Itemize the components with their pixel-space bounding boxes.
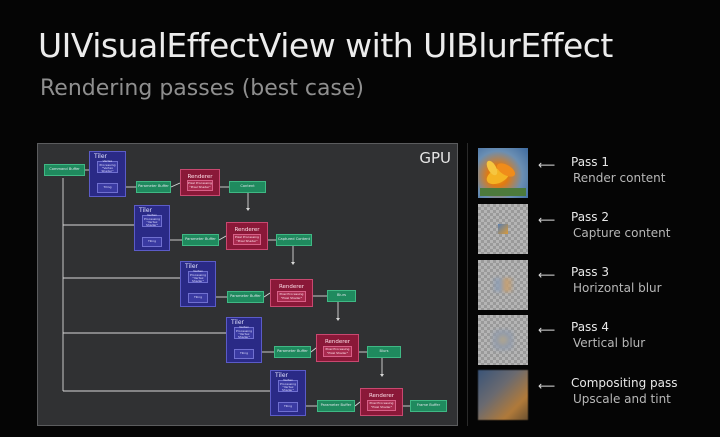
tiler-3-vertex: Vertex Processing "Vertex Shader": [188, 269, 208, 284]
tiler-2-tiling: Tiling: [142, 237, 162, 247]
slide-subtitle: Rendering passes (best case): [40, 76, 365, 101]
tiler-2-label: Tiler: [139, 207, 152, 214]
arrow-left-icon: ⟵: [538, 323, 556, 337]
pass-4-thumbnail: [478, 315, 528, 365]
output-1: Content: [229, 181, 266, 193]
tiler-4-tiling: Tiling: [234, 349, 254, 359]
tiler-1: Tiler Vertex Processing "Vertex Shader" …: [89, 151, 126, 197]
output-2: Captured Content: [276, 234, 312, 246]
renderer-3-pixel: Pixel Processing "Pixel Shader": [277, 291, 306, 302]
renderer-4-label: Renderer: [324, 339, 351, 345]
tiler-1-vertex: Vertex Processing "Vertex Shader": [97, 160, 118, 173]
pass-1-name: Pass 1: [571, 155, 610, 169]
pass-4-name: Pass 4: [571, 320, 610, 334]
renderer-3: Renderer Pixel Processing "Pixel Shader": [270, 279, 313, 307]
tiler-4-vertex: Vertex Processing "Vertex Shader": [234, 325, 254, 340]
pass-1-thumbnail: [478, 148, 528, 198]
renderer-4-pixel: Pixel Processing "Pixel Shader": [323, 346, 352, 357]
parameter-buffer-1: Parameter Buffer: [136, 181, 171, 193]
tiler-3-label: Tiler: [185, 263, 198, 270]
pass-5-name: Compositing pass: [571, 376, 678, 390]
renderer-2-label: Renderer: [234, 227, 260, 233]
pass-4-desc: Vertical blur: [573, 336, 646, 350]
tiler-2: Tiler Vertex Processing "Vertex Shader" …: [134, 205, 170, 251]
tiler-2-vertex: Vertex Processing "Vertex Shader": [142, 213, 162, 228]
renderer-1-label: Renderer: [187, 174, 213, 180]
slide-title: UIVisualEffectView with UIBlurEffect: [38, 26, 613, 65]
tiler-5-label: Tiler: [275, 372, 288, 379]
renderer-1-pixel: Pixel Processing "Pixel Shader": [187, 180, 213, 191]
arrow-left-icon: ⟵: [538, 158, 556, 172]
parameter-buffer-3: Parameter Buffer: [227, 291, 264, 303]
divider: [467, 143, 468, 426]
gpu-label: GPU: [419, 149, 451, 167]
renderer-5-label: Renderer: [368, 393, 395, 399]
arrow-left-icon: ⟵: [538, 268, 556, 282]
renderer-5-pixel: Pixel Processing "Pixel Shader": [367, 400, 396, 411]
parameter-buffer-4: Parameter Buffer: [274, 346, 311, 358]
pass-2-name: Pass 2: [571, 210, 610, 224]
tiler-1-label: Tiler: [94, 153, 107, 160]
tiler-3-tiling: Tiling: [188, 293, 208, 303]
renderer-5: Renderer Pixel Processing "Pixel Shader": [360, 388, 403, 416]
pass-2-thumbnail: [478, 204, 528, 254]
flower-photo-icon: [480, 160, 526, 196]
pass-3-name: Pass 3: [571, 265, 610, 279]
vertical-blur-icon: [493, 330, 513, 350]
output-5: Frame Buffer: [410, 400, 447, 412]
pass-3-thumbnail: [478, 260, 528, 310]
tiler-5: Tiler Vertex Processing "Vertex Shader" …: [270, 370, 306, 416]
tiler-5-vertex: Vertex Processing "Vertex Shader": [278, 378, 298, 393]
output-3: Blurs: [327, 290, 356, 302]
parameter-buffer-5: Parameter Buffer: [317, 400, 355, 412]
tiler-4-label: Tiler: [231, 319, 244, 326]
renderer-2: Renderer Pixel Processing "Pixel Shader": [226, 222, 268, 250]
renderer-3-label: Renderer: [278, 284, 305, 290]
horizontal-blur-icon: [493, 278, 513, 292]
parameter-buffer-2: Parameter Buffer: [182, 234, 219, 246]
pass-3-desc: Horizontal blur: [573, 281, 662, 295]
tiler-4: Tiler Vertex Processing "Vertex Shader" …: [226, 317, 262, 363]
command-buffer: Command Buffer: [44, 164, 85, 176]
tiler-5-tiling: Tiling: [278, 402, 298, 412]
renderer-2-pixel: Pixel Processing "Pixel Shader": [233, 234, 261, 245]
output-4: Blurs: [367, 346, 401, 358]
arrow-left-icon: ⟵: [538, 213, 556, 227]
tiler-3: Tiler Vertex Processing "Vertex Shader" …: [180, 261, 216, 307]
pass-5-desc: Upscale and tint: [573, 392, 671, 406]
arrow-left-icon: ⟵: [538, 379, 556, 393]
renderer-4: Renderer Pixel Processing "Pixel Shader": [316, 334, 359, 362]
pass-2-desc: Capture content: [573, 226, 671, 240]
pass-1-desc: Render content: [573, 171, 666, 185]
captured-square-icon: [498, 224, 508, 234]
renderer-1: Renderer Pixel Processing "Pixel Shader": [180, 169, 220, 196]
pass-5-thumbnail: [478, 370, 528, 420]
tiler-1-tiling: Tiling: [97, 183, 118, 193]
